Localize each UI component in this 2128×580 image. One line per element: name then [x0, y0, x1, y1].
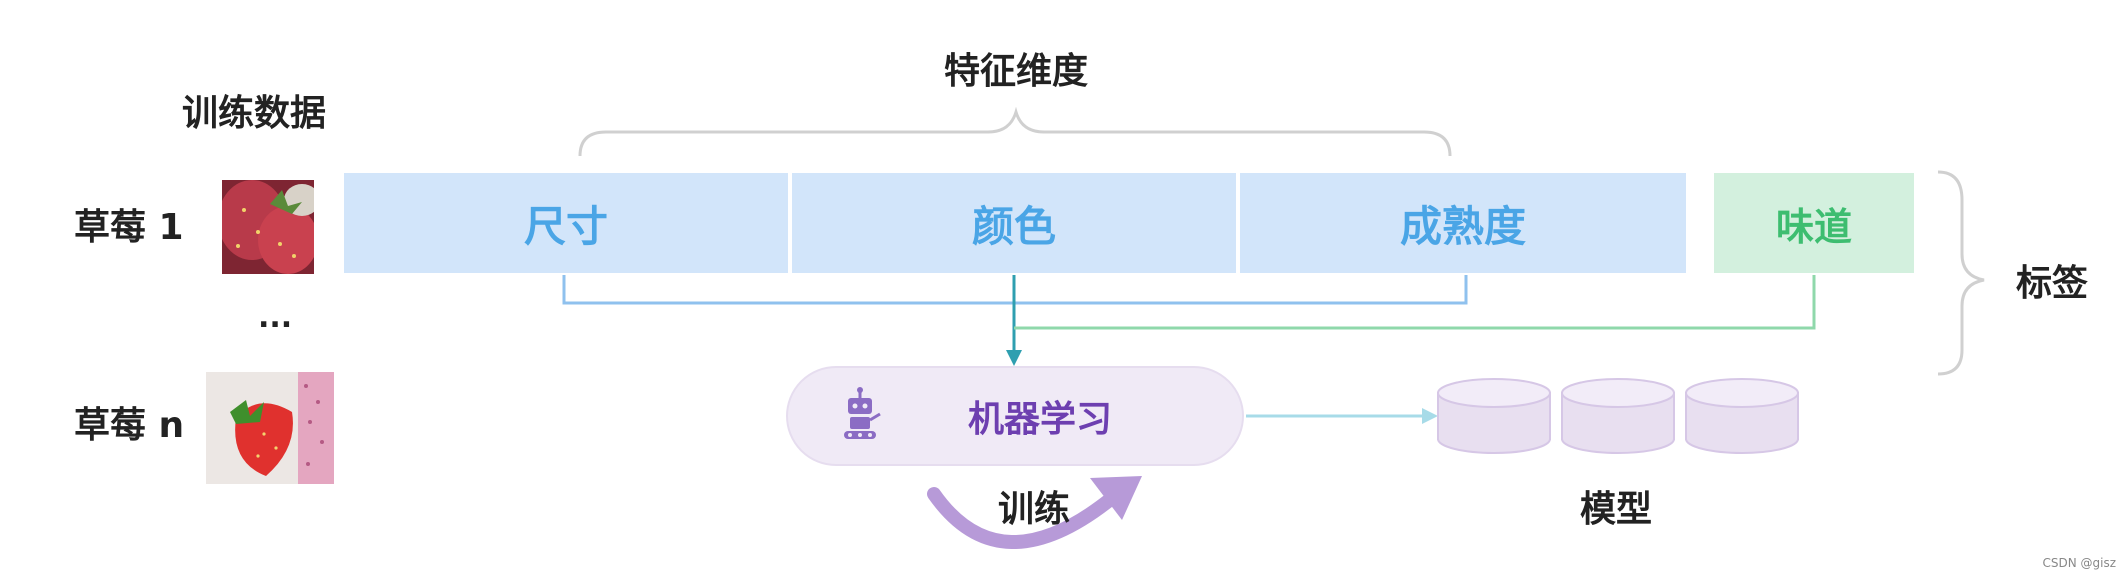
label-cell-taste: 味道	[1714, 173, 1914, 273]
model-arrowhead	[1422, 408, 1438, 424]
row-label-strawberry-1: 草莓 1	[74, 207, 184, 248]
feature-brace	[578, 106, 1452, 157]
training-arrowhead	[1090, 476, 1142, 520]
label-brace-text: 标签	[2016, 263, 2089, 304]
model-cylinder-1	[1437, 378, 1551, 454]
feature-cell-size: 尺寸	[344, 173, 788, 273]
model-label: 模型	[1580, 489, 1653, 530]
feature-cell-ripeness: 成熟度	[1240, 173, 1686, 273]
feature-dimension-title: 特征维度	[944, 51, 1089, 92]
strawberry-image-1	[222, 180, 314, 274]
strawberry-image-n	[206, 372, 334, 484]
watermark: CSDN @gisz	[2042, 556, 2116, 570]
robot-icon	[844, 387, 881, 439]
model-cylinder-3	[1685, 378, 1799, 454]
row-label-strawberry-n: 草莓 n	[74, 405, 185, 446]
training-curve-arrow	[927, 487, 1119, 549]
down-arrowhead	[1006, 350, 1022, 366]
model-cylinder-2	[1561, 378, 1675, 454]
label-connector-line	[1014, 275, 1816, 330]
training-data-title: 训练数据	[182, 93, 327, 134]
machine-learning-box	[786, 366, 1244, 466]
row-label-ellipsis: ...	[258, 300, 293, 335]
machine-learning-label: 机器学习	[968, 399, 1113, 440]
training-label: 训练	[998, 489, 1071, 530]
feature-cell-color: 颜色	[792, 173, 1236, 273]
label-brace	[1937, 170, 1985, 376]
